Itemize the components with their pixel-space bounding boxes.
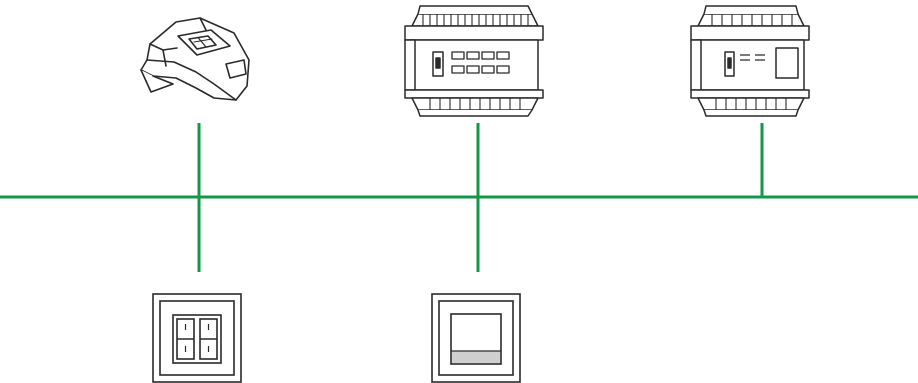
terminal-teeth-bottom [429, 98, 521, 110]
usb-interface-icon [140, 17, 250, 101]
dimmer-actuator-icon [690, 5, 810, 117]
switch-actuator-icon [404, 5, 544, 117]
panel-display-area [452, 351, 500, 363]
terminal-teeth-top [422, 14, 529, 26]
room-display-panel-icon [431, 293, 521, 383]
actuator-button-grid [451, 51, 510, 74]
dimmer-indicator-marks [740, 54, 765, 61]
terminal-teeth-top [711, 14, 793, 26]
terminal-teeth-bottom [715, 98, 787, 110]
bus-lines [0, 123, 918, 272]
double-rocker-pushbutton-icon [152, 293, 242, 383]
